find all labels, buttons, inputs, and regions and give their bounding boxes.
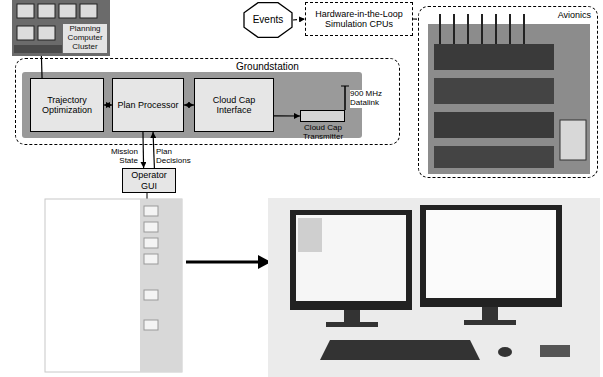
workstation-photo [268,198,600,377]
process-box: Trajectory Optimization [30,78,104,132]
workstation-photo [320,340,480,360]
workstation-photo [290,210,412,310]
workstation-photo [482,307,498,321]
cluster-photo [59,4,76,18]
antenna-symbol [341,86,349,87]
gui-screenshot [144,238,158,248]
node-label: Planning Computer Cluster [63,24,107,53]
edge-label: Plan Decisions [156,148,202,166]
antenna-symbol [344,86,346,110]
gui-screenshot [45,199,182,372]
workstation-photo [498,347,512,357]
cluster-photo [12,0,110,56]
cluster-photo [17,4,34,18]
workstation-photo [426,210,556,298]
cluster-photo [12,0,110,56]
workstation-photo [420,205,562,307]
workstation-photo [344,310,360,324]
connector [293,19,305,20]
simulation-box: Hardware-in-the-Loop Simulation CPUs [305,2,413,36]
avionics-photo [434,112,554,138]
avionics-photo [428,14,590,174]
connector [142,132,144,168]
avionics-photo [523,14,525,44]
avionics-photo [509,14,511,44]
cluster-photo [80,4,97,18]
groundstation-group: GroundstationTrajectory OptimizationPlan… [15,58,400,145]
avionics-photo [495,14,497,44]
gui-screenshot [144,222,158,232]
workstation-photo [540,345,570,357]
avionics-photo [434,44,554,70]
gui-screenshot [144,206,158,216]
avionics-photo [439,14,441,44]
event-octagon: Events [243,2,293,38]
connector [274,115,300,116]
workstation-photo [464,320,516,325]
avionics-photo [560,120,586,160]
gui-screenshot [144,320,158,330]
node-label: Plan Processor [115,100,180,110]
process-box: Plan Processor [112,78,184,132]
display-arrow [186,255,271,269]
octagon-outline [244,3,292,38]
connector [41,56,43,78]
cluster-photo [38,4,55,18]
photo-label-box: Planning Computer Cluster [12,0,110,56]
avionics-photo [434,78,554,104]
workstation-photo [298,218,322,252]
group-title: Groundstation [236,61,603,72]
process-box: Cloud Cap Interface [194,78,274,132]
connector [153,132,154,168]
node-label: Events [251,14,286,25]
gui-screenshot [144,290,158,300]
node-label: Cloud Cap Transmitter [294,124,352,142]
avionics-photo [467,14,469,44]
connector [104,104,112,105]
node-label: Hardware-in-the-Loop Simulation CPUs [306,9,412,29]
avionics-photo [453,14,455,44]
display-arrow [186,261,259,264]
connector [184,104,194,105]
workstation-photo [296,215,406,301]
workstation-photo [268,198,600,377]
gui-screenshot [45,191,182,372]
edge-label: Mission State [94,148,138,166]
group-title: Avionics [413,10,591,20]
process-box: Operator GUI [122,168,176,193]
node-label: Trajectory Optimization [31,95,103,115]
cluster-photo [17,26,34,40]
avionics-photo [434,146,554,168]
gui-screenshot [140,199,182,372]
cluster-photo [38,26,55,40]
transmitter-box: Cloud Cap Transmitter [300,110,345,122]
avionics-group: Avionics [418,6,598,178]
node-label: Cloud Cap Interface [195,95,273,115]
avionics-photo [481,14,483,44]
datalink-label: 900 MHz Datalink [350,90,394,108]
workstation-photo [326,322,378,327]
cluster-photo [14,45,62,53]
node-label: Operator GUI [123,170,175,190]
avionics-photo [428,24,590,174]
gui-screenshot [144,254,158,264]
